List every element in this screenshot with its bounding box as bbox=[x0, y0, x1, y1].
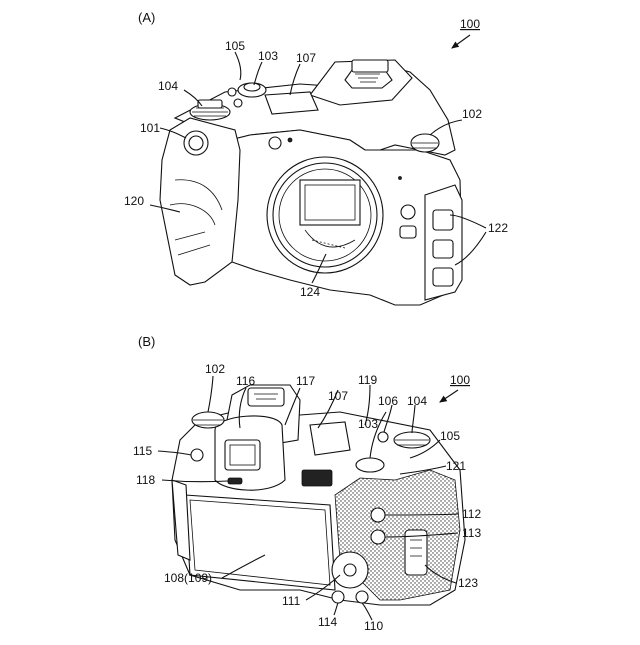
camera-front-drawing bbox=[160, 60, 462, 305]
callout-b-108-109: 108(109) bbox=[164, 571, 212, 585]
camera-back-drawing bbox=[172, 385, 465, 605]
callout-105: 105 bbox=[225, 39, 245, 53]
callout-b-115: 115 bbox=[133, 444, 152, 458]
callout-b-104: 104 bbox=[407, 394, 427, 408]
callout-104: 104 bbox=[158, 79, 178, 93]
panel-a-ref-arrow bbox=[452, 35, 470, 48]
callout-b-123: 123 bbox=[458, 576, 478, 590]
callout-b-111: 111 bbox=[282, 594, 301, 608]
callout-b-105: 105 bbox=[440, 429, 460, 443]
panel-b-ref-label: 100 bbox=[450, 373, 470, 387]
callout-b-114: 114 bbox=[318, 615, 337, 629]
panel-a-ref-label: 100 bbox=[460, 17, 480, 31]
callout-103: 103 bbox=[258, 49, 278, 63]
callout-b-117: 117 bbox=[296, 374, 315, 388]
callout-b-102: 102 bbox=[205, 362, 225, 376]
callout-b-119: 119 bbox=[358, 373, 377, 387]
callout-101: 101 bbox=[140, 121, 160, 135]
callout-107: 107 bbox=[296, 51, 316, 65]
callout-b-121: 121 bbox=[446, 459, 466, 473]
panel-b-label: (B) bbox=[138, 334, 155, 349]
callout-122: 122 bbox=[488, 221, 508, 235]
panel-a: (A) 100 bbox=[124, 10, 508, 305]
callout-b-103: 103 bbox=[358, 417, 378, 431]
callout-b-106: 106 bbox=[378, 394, 398, 408]
callout-b-110: 110 bbox=[364, 619, 383, 633]
panel-b: (B) 100 bbox=[133, 334, 481, 633]
callout-b-112: 112 bbox=[462, 507, 481, 521]
panel-a-label: (A) bbox=[138, 10, 155, 25]
callout-b-107: 107 bbox=[328, 389, 348, 403]
panel-b-ref-arrow bbox=[440, 390, 458, 402]
callout-b-118: 118 bbox=[136, 473, 155, 487]
callout-b-116: 116 bbox=[236, 374, 255, 388]
callout-120: 120 bbox=[124, 194, 144, 208]
callout-b-113: 113 bbox=[462, 526, 481, 540]
callout-102: 102 bbox=[462, 107, 482, 121]
callout-124: 124 bbox=[300, 285, 320, 299]
